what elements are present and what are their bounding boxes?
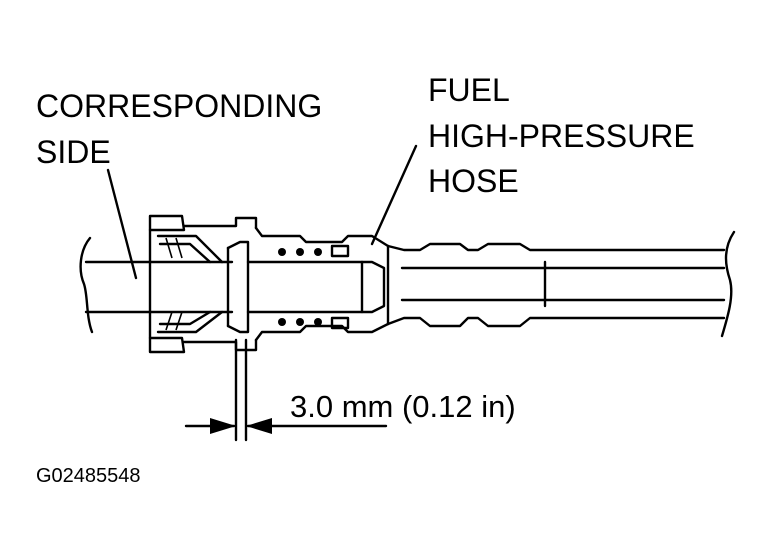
label-fuel-hose-line1: FUEL: [428, 72, 510, 108]
figure-code: G02485548: [36, 465, 141, 487]
leader-corresponding-side: [106, 168, 138, 280]
label-fuel-hose-line2: HIGH-PRESSURE: [428, 118, 695, 154]
label-corresponding-side-line2: SIDE: [36, 134, 111, 170]
leader-fuel-hose: [370, 144, 418, 246]
dimension-marker: [184, 338, 388, 442]
dimension-label: 3.0 mm (0.12 in): [290, 389, 516, 424]
label-fuel-hose-line3: HOSE: [428, 163, 519, 199]
fuel-high-pressure-hose: [386, 230, 736, 338]
quick-connector: [148, 214, 390, 354]
corresponding-side-pipe: [79, 236, 234, 334]
label-corresponding-side-line1: CORRESPONDING: [36, 88, 322, 124]
